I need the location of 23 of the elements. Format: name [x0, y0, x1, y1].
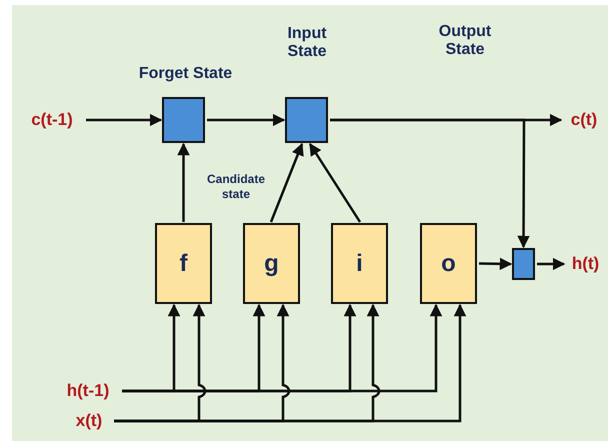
variable-label: c(t-1) — [20, 110, 84, 130]
arrow — [177, 142, 190, 222]
arrow — [330, 118, 530, 248]
variable-label: h(t) — [565, 254, 606, 274]
variable-label: c(t) — [562, 110, 606, 130]
arrow — [86, 114, 162, 126]
arrow — [308, 142, 362, 223]
gate-box: i — [331, 223, 388, 304]
state-heading: Input State — [286, 25, 328, 62]
gate-box: g — [243, 223, 300, 304]
arrow — [270, 142, 304, 222]
state-heading: Output State — [438, 23, 492, 60]
variable-label: h(t-1) — [56, 381, 120, 401]
operation-box — [512, 248, 535, 280]
arrow — [122, 304, 442, 392]
arrow — [114, 304, 466, 422]
arrow — [478, 258, 512, 270]
arrow — [537, 258, 566, 270]
variable-label: x(t) — [66, 411, 112, 431]
gate-box: o — [420, 223, 477, 304]
state-heading: Forget State — [138, 65, 234, 84]
gate-box: f — [155, 223, 212, 304]
arrow — [207, 114, 286, 126]
